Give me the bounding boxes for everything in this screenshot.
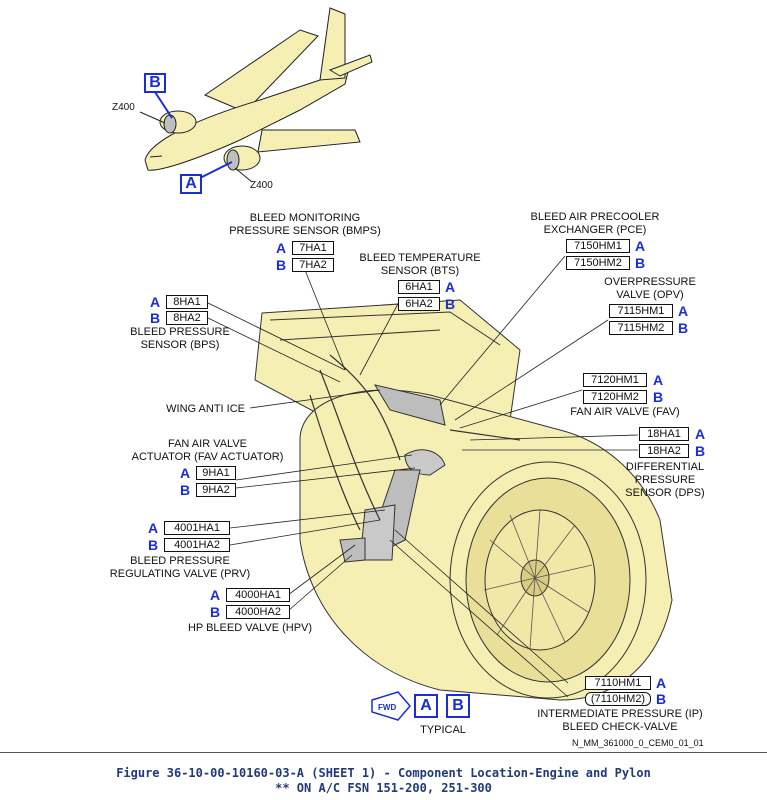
view-b-marker: B bbox=[144, 73, 166, 93]
figure-caption-line1: Figure 36-10-00-10160-03-A (SHEET 1) - C… bbox=[116, 766, 651, 780]
opv-label: OVERPRESSURE VALVE (OPV) bbox=[604, 276, 696, 301]
view-b-leader bbox=[154, 91, 173, 119]
ip-ref-a: 7110HM1 bbox=[585, 676, 651, 690]
dps-label: DIFFERENTIAL PRESSURE SENSOR (DPS) bbox=[625, 461, 705, 499]
favact-view-b: B bbox=[180, 482, 191, 498]
pce-ref-b: 7150HM2 bbox=[566, 256, 630, 270]
bts-ref-b: 6HA2 bbox=[398, 297, 440, 311]
wai-label: WING ANTI ICE bbox=[166, 403, 245, 415]
fav-label: FAN AIR VALVE (FAV) bbox=[570, 406, 680, 418]
caption-divider bbox=[0, 752, 767, 753]
favact-label: FAN AIR VALVE ACTUATOR (FAV ACTUATOR) bbox=[131, 438, 284, 463]
view-a-marker: A bbox=[180, 174, 202, 194]
pce-ref-a: 7150HM1 bbox=[566, 239, 630, 253]
favact-ref-b: 9HA2 bbox=[196, 483, 236, 497]
bps-label: BLEED PRESSURE SENSOR (BPS) bbox=[130, 326, 230, 351]
bps-view-a: A bbox=[150, 294, 161, 310]
bmps-ref-b: 7HA2 bbox=[292, 258, 334, 272]
typical-view-b: B bbox=[446, 694, 470, 718]
hpv-label: HP BLEED VALVE (HPV) bbox=[187, 622, 313, 634]
drawing-code: N_MM_361000_0_CEM0_01_01 bbox=[572, 738, 704, 748]
bmps-label: BLEED MONITORING PRESSURE SENSOR (BMPS) bbox=[229, 212, 381, 237]
zone-label-top: Z400 bbox=[112, 102, 135, 113]
bts-ref-a: 6HA1 bbox=[398, 280, 440, 294]
opv-ref-a: 7115HM1 bbox=[609, 304, 673, 318]
dps-view-a: A bbox=[695, 426, 706, 442]
prv-ref-b: 4001HA2 bbox=[164, 538, 230, 552]
typical-label: TYPICAL bbox=[420, 724, 466, 736]
dps-ref-b: 18HA2 bbox=[639, 444, 689, 458]
bmps-ref-a: 7HA1 bbox=[292, 241, 334, 255]
aircraft-illustration bbox=[144, 7, 373, 171]
bts-view-a: A bbox=[445, 279, 456, 295]
fav-view-b: B bbox=[653, 389, 664, 405]
bps-ref-a: 8HA1 bbox=[166, 295, 208, 309]
ip-label: INTERMEDIATE PRESSURE (IP) BLEED CHECK-V… bbox=[537, 708, 703, 733]
bts-view-b: B bbox=[445, 296, 456, 312]
prv-view-b: B bbox=[148, 537, 159, 553]
view-a-leader bbox=[199, 161, 233, 179]
bmps-view-b: B bbox=[276, 257, 287, 273]
pce-label: BLEED AIR PRECOOLER EXCHANGER (PCE) bbox=[530, 211, 660, 236]
pce-view-a: A bbox=[635, 238, 646, 254]
opv-view-b: B bbox=[678, 320, 689, 336]
hpv-ref-a: 4000HA1 bbox=[226, 588, 290, 602]
prv-view-a: A bbox=[148, 520, 159, 536]
prv-ref-a: 4001HA1 bbox=[164, 521, 230, 535]
hpv-view-a: A bbox=[210, 587, 221, 603]
svg-text:FWD: FWD bbox=[378, 703, 396, 712]
fwd-arrow-icon: FWD bbox=[371, 691, 411, 721]
favact-ref-a: 9HA1 bbox=[196, 466, 236, 480]
fav-ref-a: 7120HM1 bbox=[583, 373, 647, 387]
engine-illustration bbox=[254, 299, 673, 701]
dps-ref-a: 18HA1 bbox=[639, 427, 689, 441]
ip-view-b: B bbox=[656, 691, 667, 707]
hpv-ref-b: 4000HA2 bbox=[226, 605, 290, 619]
typical-view-a: A bbox=[414, 694, 438, 718]
bps-ref-b: 8HA2 bbox=[166, 311, 208, 325]
favact-view-a: A bbox=[180, 465, 191, 481]
bmps-view-a: A bbox=[276, 240, 287, 256]
pce-view-b: B bbox=[635, 255, 646, 271]
ip-ref-b: (7110HM2) bbox=[585, 692, 651, 706]
ip-view-a: A bbox=[656, 675, 667, 691]
bts-label: BLEED TEMPERATURE SENSOR (BTS) bbox=[359, 252, 481, 277]
fav-ref-b: 7120HM2 bbox=[583, 390, 647, 404]
fav-view-a: A bbox=[653, 372, 664, 388]
figure-caption-line2: ** ON A/C FSN 151-200, 251-300 bbox=[275, 781, 492, 795]
bps-view-b: B bbox=[150, 310, 161, 326]
leader-lines bbox=[207, 255, 639, 698]
dps-view-b: B bbox=[695, 443, 706, 459]
opv-view-a: A bbox=[678, 303, 689, 319]
opv-ref-b: 7115HM2 bbox=[609, 321, 673, 335]
zone-label-bottom: Z400 bbox=[250, 180, 273, 191]
hpv-view-b: B bbox=[210, 604, 221, 620]
prv-label: BLEED PRESSURE REGULATING VALVE (PRV) bbox=[109, 555, 251, 580]
